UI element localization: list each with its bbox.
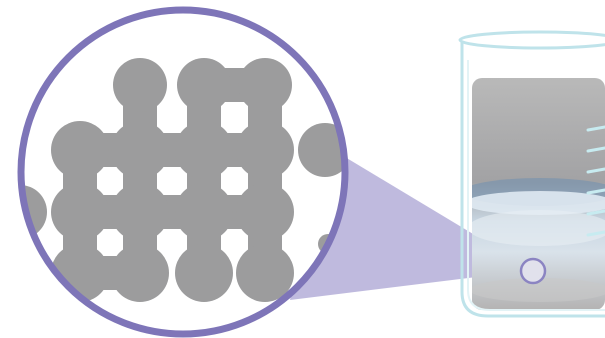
particle	[175, 121, 233, 179]
particle-gap	[105, 236, 119, 250]
particle	[236, 121, 294, 179]
particle	[113, 58, 167, 112]
particle	[236, 183, 294, 241]
particle	[238, 58, 292, 112]
magnifier	[0, 10, 352, 334]
particle	[111, 244, 169, 302]
particle	[111, 121, 169, 179]
sample-spot	[521, 259, 545, 283]
particle-gap	[228, 174, 242, 188]
particle-gap	[228, 236, 242, 250]
particle-gap	[105, 111, 119, 125]
particle	[175, 244, 233, 302]
particle-gap	[165, 236, 179, 250]
particle	[51, 121, 109, 179]
beaker-rim-back	[460, 32, 605, 48]
particle-gap	[165, 111, 179, 125]
particle-gap	[228, 111, 242, 125]
particle-gap	[165, 174, 179, 188]
particle	[177, 58, 231, 112]
particle	[111, 183, 169, 241]
particle-gap	[105, 174, 119, 188]
particle	[51, 183, 109, 241]
particle	[175, 183, 233, 241]
